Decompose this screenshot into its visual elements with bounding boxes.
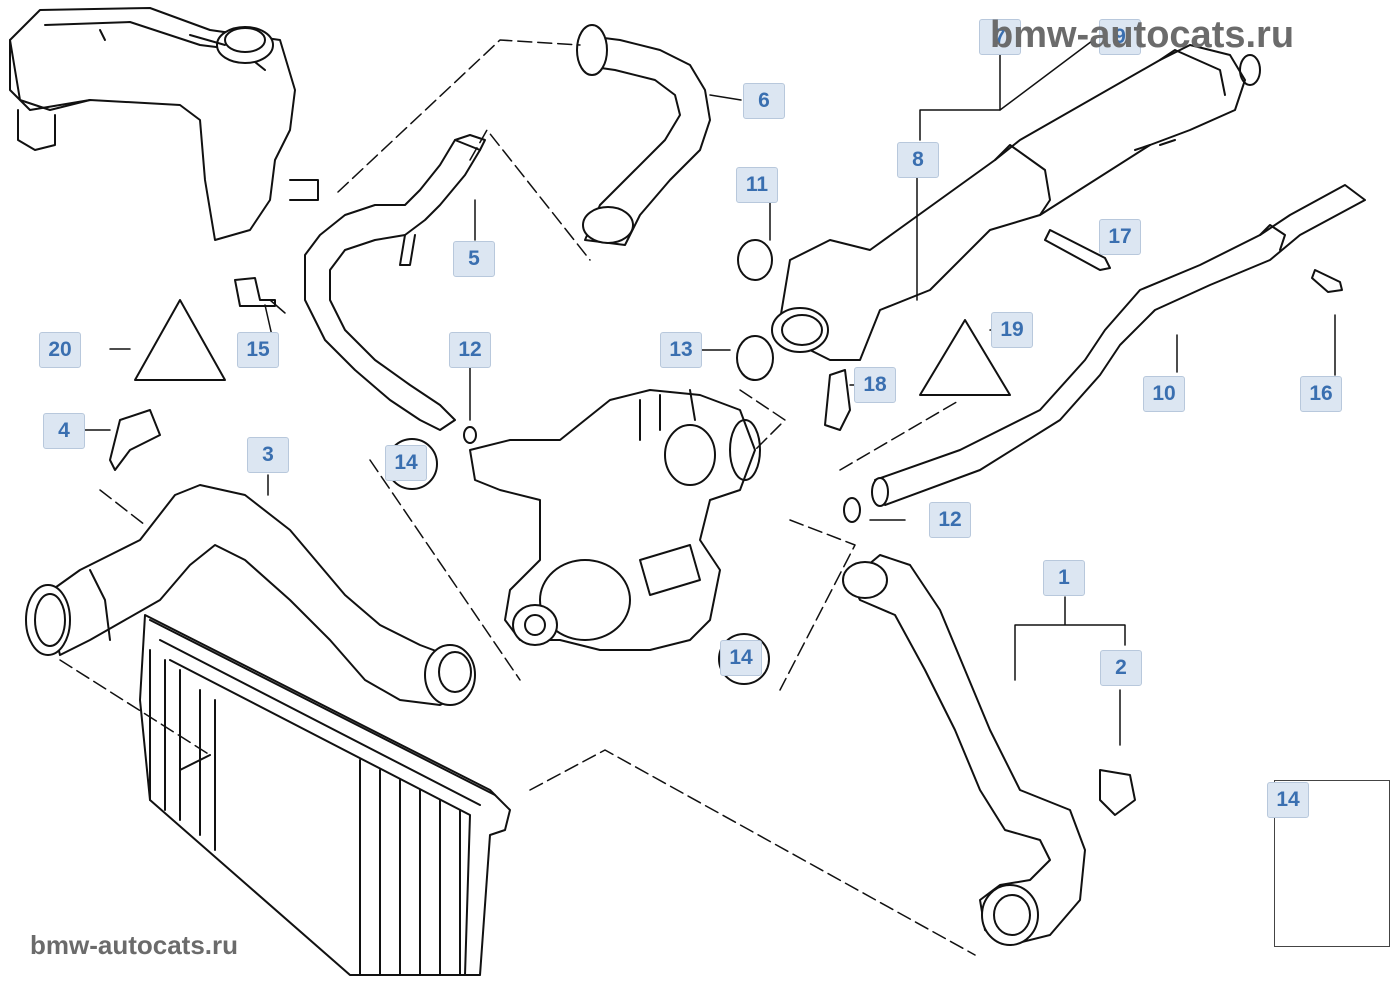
screw-16 [1311, 269, 1343, 293]
callout-11[interactable]: 11 [736, 167, 778, 203]
callout-12b[interactable]: 12 [929, 502, 971, 538]
callout-9[interactable]: 9 [1099, 19, 1141, 55]
callout-6[interactable]: 6 [743, 83, 785, 119]
callout-4[interactable]: 4 [43, 413, 85, 449]
sensor-18 [824, 369, 851, 431]
callout-15[interactable]: 15 [237, 332, 279, 368]
callout-13[interactable]: 13 [660, 332, 702, 368]
callout-3[interactable]: 3 [247, 437, 289, 473]
o-ring-13 [736, 335, 774, 381]
callout-12a[interactable]: 12 [449, 332, 491, 368]
callout-14c[interactable]: 14 [1267, 782, 1309, 818]
radiator [139, 614, 511, 976]
callout-20[interactable]: 20 [39, 332, 81, 368]
watermark-bottom: bmw-autocats.ru [30, 930, 239, 960]
dashed-guides [59, 39, 976, 956]
callout-1[interactable]: 1 [1043, 560, 1085, 596]
screw-15 [234, 277, 276, 307]
hose-6 [576, 24, 711, 246]
callout-2[interactable]: 2 [1100, 650, 1142, 686]
callout-5[interactable]: 5 [453, 241, 495, 277]
watermark-top: bmw-autocats.ru [990, 14, 1295, 56]
callout-7[interactable]: 7 [979, 19, 1021, 55]
sensor-4 [109, 409, 161, 471]
warning-triangle-19 [919, 319, 1011, 396]
expansion-tank [9, 7, 319, 241]
callout-18[interactable]: 18 [854, 367, 896, 403]
warning-triangle-20 [134, 299, 226, 381]
callout-10[interactable]: 10 [1143, 376, 1185, 412]
callout-8[interactable]: 8 [897, 142, 939, 178]
o-ring-12b [843, 497, 861, 523]
hose-1 [842, 554, 1136, 946]
callout-16[interactable]: 16 [1300, 376, 1342, 412]
bolt-17 [1044, 229, 1111, 271]
o-ring-11 [737, 239, 773, 281]
water-pump [469, 389, 761, 651]
callout-19[interactable]: 19 [991, 312, 1033, 348]
callout-17[interactable]: 17 [1099, 219, 1141, 255]
callout-14b[interactable]: 14 [720, 640, 762, 676]
hose-5 [304, 134, 486, 431]
o-ring-12a [463, 426, 477, 444]
coolant-pipe-7 [771, 44, 1261, 361]
callout-14a[interactable]: 14 [385, 445, 427, 481]
hose-3 [25, 484, 476, 706]
